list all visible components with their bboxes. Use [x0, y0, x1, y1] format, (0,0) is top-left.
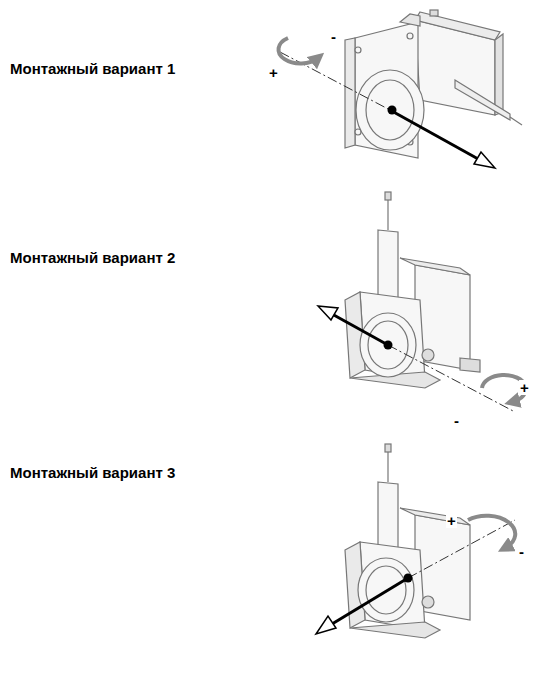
variant-title: Монтажный вариант 3	[10, 465, 175, 480]
rotation-sign: +	[519, 380, 530, 395]
rotation-sign: -	[330, 29, 337, 44]
rotation-arrow	[468, 516, 515, 548]
rotation-arrow	[278, 38, 318, 64]
axis-line	[280, 52, 390, 110]
rotation-sign: +	[446, 513, 457, 528]
sensor-variant-2	[345, 192, 480, 388]
direction-arrow	[332, 578, 408, 624]
sensor-variant-3	[345, 444, 470, 638]
variant-title: Монтажный вариант 1	[10, 61, 175, 76]
axis-line	[408, 520, 515, 578]
variant-title: Монтажный вариант 2	[10, 250, 175, 265]
rotation-sign: -	[518, 544, 525, 559]
axis-line	[388, 345, 515, 412]
rotation-sign: -	[453, 413, 460, 428]
rotation-sign: +	[268, 65, 279, 80]
direction-arrow	[332, 314, 388, 345]
direction-arrow	[390, 110, 480, 160]
